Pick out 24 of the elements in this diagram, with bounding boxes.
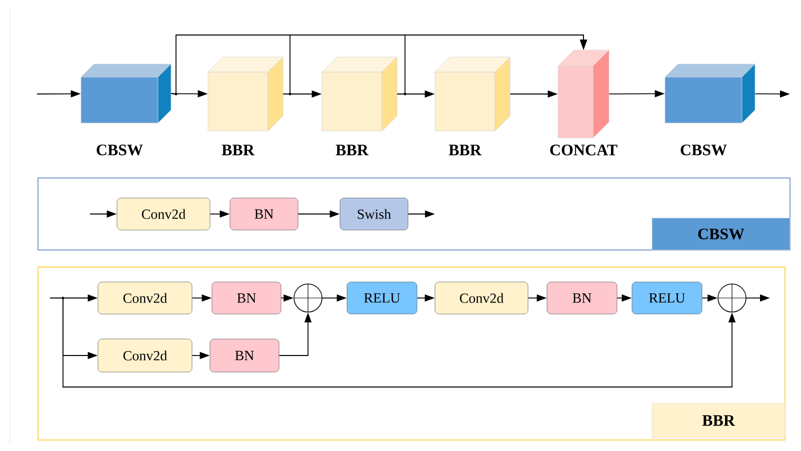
process-box: Conv2d xyxy=(98,338,192,372)
process-box: BN xyxy=(212,282,282,314)
process-box: Conv2d xyxy=(98,282,192,314)
block-label: CBSW xyxy=(680,144,727,156)
block-label: BBR xyxy=(336,144,369,156)
process-box: RELU xyxy=(346,282,418,314)
block-label: CBSW xyxy=(96,144,143,156)
block-label: CONCAT xyxy=(550,144,618,156)
process-box: BN xyxy=(210,338,280,372)
process-box: BN xyxy=(546,282,618,314)
process-box: BN xyxy=(230,198,298,230)
label-tab: BBR xyxy=(652,402,786,438)
process-box: Swish xyxy=(340,198,408,230)
panel-frame xyxy=(37,266,786,441)
process-box: RELU xyxy=(632,282,702,314)
arrow xyxy=(396,34,588,94)
process-box: Conv2d xyxy=(116,198,210,230)
block-label: BBR xyxy=(222,144,255,156)
process-box: Conv2d xyxy=(434,282,528,314)
panel-frame xyxy=(37,177,791,251)
sum-circle xyxy=(293,283,323,313)
label-tab: CBSW xyxy=(652,218,790,250)
sum-circle xyxy=(717,283,747,313)
block-label: BBR xyxy=(448,144,482,156)
